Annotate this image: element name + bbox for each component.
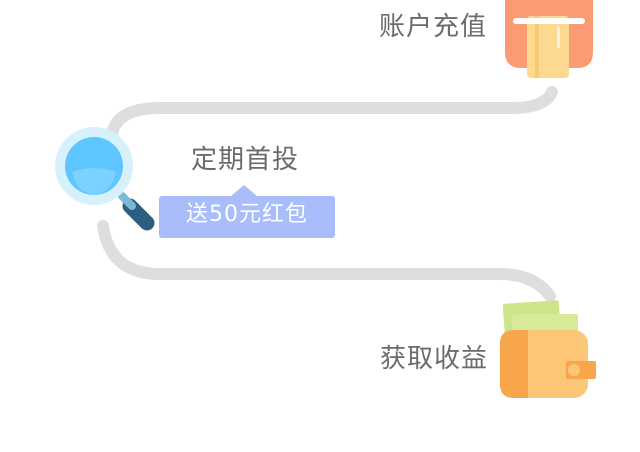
bonus-badge: 送50元红包 (159, 185, 335, 238)
step-label-earnings: 获取收益 (380, 344, 489, 374)
step-label-recharge: 账户充值 (379, 12, 488, 42)
wallet-icon (498, 300, 598, 400)
step-label-first-invest: 定期首投 (191, 145, 300, 175)
bonus-badge-text: 送50元红包 (186, 202, 308, 227)
card-icon (505, 0, 593, 80)
search-icon (52, 124, 160, 234)
